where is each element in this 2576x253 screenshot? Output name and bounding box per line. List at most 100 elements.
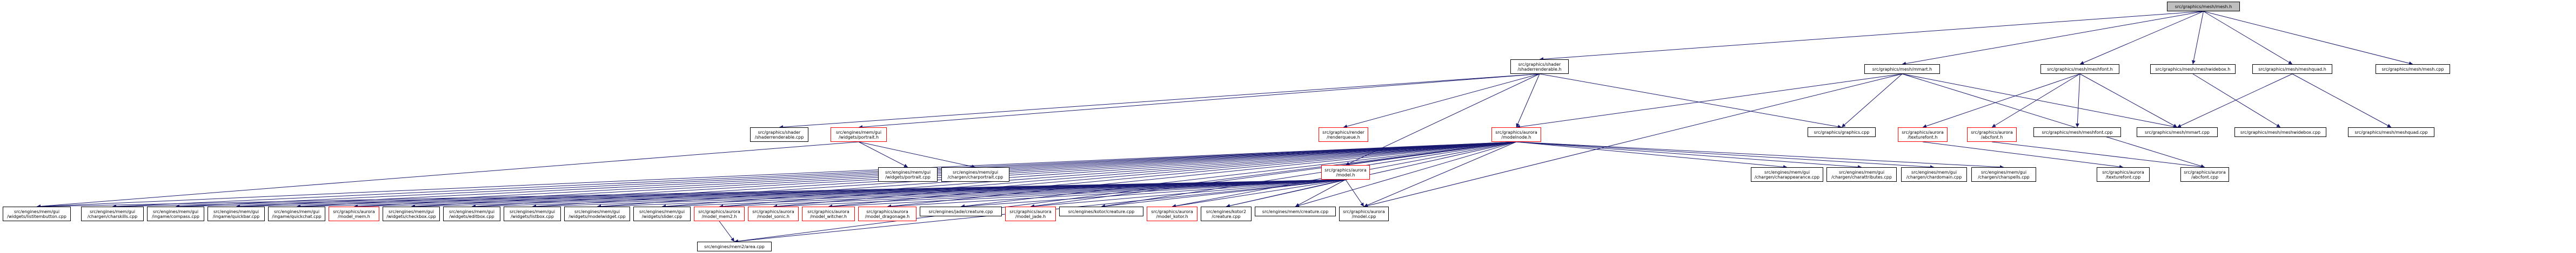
edge-mesh_h-to-meshwidebox_h (2191, 11, 2204, 65)
node-label: src/graphics/mesh/meshwidebox.cpp (2240, 129, 2321, 135)
node-label: src/graphics/aurora /model_kotor.h (1151, 209, 1193, 219)
node-model-mem-h[interactable]: src/graphics/aurora /model_mem.h (329, 207, 379, 221)
node-label: src/engines/mem/creature.cpp (1262, 209, 1329, 214)
node-kotor2-creature-cpp[interactable]: src/engines/kotor2 /creature.cpp (1201, 207, 1252, 221)
edge-model_h-to-checkbox_cpp (411, 179, 1346, 209)
node-jade-creature-cpp[interactable]: src/engines/jade/creature.cpp (920, 207, 1002, 216)
node-label: src/engines/mem/gui /widgets/listitembut… (7, 209, 66, 219)
node-listitembutton-cpp[interactable]: src/engines/mem/gui /widgets/listitembut… (3, 207, 71, 221)
edge-shaderrenderable_h-to-model_h (1345, 73, 1540, 166)
node-model-kotor-h[interactable]: src/graphics/aurora /model_kotor.h (1147, 207, 1197, 221)
edge-modelnode_h-to-model_h (1345, 141, 1517, 167)
node-label: src/graphics/graphics.cpp (1814, 129, 1870, 135)
node-quickchat-cpp[interactable]: src/engines/mem/gui /ingame/quickchat.cp… (268, 207, 325, 221)
node-label: src/engines/mem/gui /chargen/charattribu… (1831, 169, 1892, 180)
node-mmart-h[interactable]: src/graphics/mesh/mmart.h (1864, 64, 1940, 74)
node-mem2-area-cpp[interactable]: src/engines/mem2/area.cpp (697, 242, 772, 251)
edge-model_h-to-model_dragonage_h (887, 179, 1346, 209)
node-mesh-cpp[interactable]: src/graphics/mesh/mesh.cpp (2376, 64, 2450, 74)
node-label: src/engines/mem/gui /chargen/charskills.… (87, 209, 138, 219)
edge-texturefont_h-to-texturefont_cpp (1922, 141, 2124, 169)
node-meshquad-h[interactable]: src/graphics/mesh/meshquad.h (2252, 64, 2332, 74)
edge-model_h-to-listitembutton_cpp (36, 179, 1346, 209)
edge-modelnode_h-to-charskills_cpp (112, 141, 1517, 209)
node-chargen-portrait-cpp[interactable]: src/engines/mem/gui /chargen/charportrai… (941, 167, 1009, 182)
node-model-cpp[interactable]: src/graphics/aurora /model.cpp (1339, 207, 1389, 221)
edge-model_h-to-quickchat_cpp (296, 179, 1346, 209)
node-texturefont-cpp[interactable]: src/graphics/aurora /texturefont.cpp (2097, 167, 2150, 182)
edge-shaderrenderable_h-to-shaderrenderable_cpp (779, 73, 1540, 129)
edge-modelnode_h-to-charspells_cpp (1516, 141, 2004, 169)
edge-modelnode_h-to-kotor_creature_cpp (1101, 141, 1517, 208)
node-model-dragonage-h[interactable]: src/graphics/aurora /model_dragonage.h (858, 207, 916, 221)
node-listbox-cpp[interactable]: src/engines/mem/gui /widgets/listbox.cpp (504, 207, 561, 221)
node-model-h[interactable]: src/graphics/aurora /model.h (1321, 165, 1370, 180)
edge-mesh_h-to-mesh_cpp (2203, 11, 2413, 65)
edge-modelnode_h-to-charattributes_cpp (1516, 141, 1862, 169)
node-label: src/graphics/mesh/meshquad.h (2258, 66, 2326, 72)
edge-mmart_h-to-mmart_cpp (1902, 73, 2178, 129)
node-meshquad-cpp[interactable]: src/graphics/mesh/meshquad.cpp (2348, 127, 2434, 137)
node-label: src/graphics/mesh/mesh.cpp (2381, 66, 2444, 72)
edge-modelnode_h-to-chardomain_cpp (1516, 141, 1935, 169)
node-charattributes-cpp[interactable]: src/engines/mem/gui /chargen/charattribu… (1826, 167, 1897, 182)
node-widgets-portrait-cpp[interactable]: src/engines/mem/gui /widgets/portrait.cp… (878, 167, 938, 182)
edge-model_h-to-quickbar_cpp (236, 179, 1346, 209)
node-shaderrenderable-cpp[interactable]: src/graphics/shader /shaderrenderable.cp… (750, 127, 808, 142)
edge-modelnode_h-to-mem2_area_cpp (734, 141, 1517, 243)
node-meshfont-h[interactable]: src/graphics/mesh/meshfont.h (2040, 64, 2119, 74)
node-graphics-cpp[interactable]: src/graphics/graphics.cpp (1808, 127, 1876, 137)
node-meshwidebox-h[interactable]: src/graphics/mesh/meshwidebox.h (2150, 64, 2236, 74)
node-charspells-cpp[interactable]: src/engines/mem/gui /chargen/charspells.… (1971, 167, 2036, 182)
node-label: src/engines/mem/gui /widgets/listbox.cpp (509, 209, 556, 219)
edge-model_h-to-model_jade_h (1030, 179, 1346, 208)
node-slider-cpp[interactable]: src/engines/mem/gui /widgets/slider.cpp (633, 207, 691, 221)
node-kotor-creature-cpp[interactable]: src/engines/kotor/creature.cpp (1059, 207, 1143, 216)
edge-meshwidebox_h-to-meshwidebox_cpp (2192, 73, 2281, 128)
node-model-witcher-h[interactable]: src/graphics/aurora /model_witcher.h (802, 207, 855, 221)
node-label: src/engines/mem/gui /widgets/checkbox.cp… (386, 209, 436, 219)
node-mesh-h[interactable]: src/graphics/mesh/mesh.h (2167, 2, 2240, 11)
edge-model_h-to-editbox_cpp (471, 179, 1346, 209)
node-model-sonic-h[interactable]: src/graphics/aurora /model_sonic.h (748, 207, 799, 221)
node-shaderrenderable-h[interactable]: src/graphics/shader /shaderrenderable.h (1510, 59, 1569, 74)
node-label: src/engines/kotor2 /creature.cpp (1206, 209, 1247, 219)
node-abcfont-cpp[interactable]: src/graphics/aurora /abcfont.cpp (2180, 167, 2229, 182)
node-model-mem2-h[interactable]: src/graphics/aurora /model_mem2.h (694, 207, 745, 221)
node-model-jade-h[interactable]: src/graphics/aurora /model_jade.h (1005, 207, 1056, 221)
edge-model_h-to-model_kotor_h (1172, 179, 1346, 208)
edge-mmart_h-to-modelnode_h (1516, 73, 1903, 129)
edge-modelnode_h-to-slider_cpp (661, 141, 1517, 208)
node-texturefont-h[interactable]: src/graphics/aurora /texturefont.h (1898, 127, 1948, 142)
edge-meshfont_h-to-meshfont_cpp (2075, 73, 2080, 128)
node-abcfont-h[interactable]: src/graphics/aurora /abcfont.h (1967, 127, 2017, 142)
node-label: src/graphics/aurora /abcfont.h (1971, 129, 2013, 140)
node-renderqueue-h[interactable]: src/graphics/render /renderqueue.h (1319, 127, 1368, 142)
node-chardomain-cpp[interactable]: src/engines/mem/gui /chargen/chardomain.… (1901, 167, 1967, 182)
node-mmart-cpp[interactable]: src/graphics/mesh/mmart.cpp (2137, 127, 2218, 137)
node-portrait-h[interactable]: src/engines/mem/gui /widgets/portrait.h (831, 127, 887, 142)
node-charskills-cpp[interactable]: src/engines/mem/gui /chargen/charskills.… (81, 207, 144, 221)
node-modelnode-h[interactable]: src/graphics/aurora /modelnode.h (1491, 127, 1541, 142)
node-mem-creature-cpp[interactable]: src/engines/mem/creature.cpp (1255, 207, 1336, 216)
node-label: src/graphics/mesh/meshwidebox.h (2155, 66, 2231, 72)
edge-model_h-to-model_mem_h (353, 179, 1346, 209)
node-meshwidebox-cpp[interactable]: src/graphics/mesh/meshwidebox.cpp (2234, 127, 2326, 137)
node-label: src/engines/mem/gui /widgets/portrait.h (835, 129, 882, 140)
edge-meshquad_h-to-mmart_cpp (2177, 73, 2293, 128)
node-label: src/graphics/mesh/mmart.cpp (2145, 129, 2210, 135)
node-editbox-cpp[interactable]: src/engines/mem/gui /widgets/editbox.cpp (443, 207, 500, 221)
edge-modelnode_h-to-model_jade_h (1030, 141, 1517, 208)
node-charappearance-cpp[interactable]: src/engines/mem/gui /chargen/charappeara… (1751, 167, 1823, 182)
node-checkbox-cpp[interactable]: src/engines/mem/gui /widgets/checkbox.cp… (383, 207, 440, 221)
node-compass-cpp[interactable]: src/engines/mem/gui /ingame/compass.cpp (147, 207, 204, 221)
node-meshfont-cpp[interactable]: src/graphics/mesh/meshfont.cpp (2033, 127, 2121, 137)
edge-portrait_h-to-chargen_portrait_cpp (858, 141, 976, 168)
node-label: src/graphics/mesh/mmart.h (1872, 66, 1932, 72)
node-quickbar-cpp[interactable]: src/engines/mem/gui /ingame/quickbar.cpp (208, 207, 265, 221)
node-label: src/graphics/aurora /abcfont.cpp (2184, 169, 2226, 180)
edge-shaderrenderable_h-to-renderqueue_h (1343, 73, 1540, 128)
node-modelwidget-cpp[interactable]: src/engines/mem/gui /widgets/modelwidget… (564, 207, 630, 221)
node-label: src/engines/jade/creature.cpp (928, 209, 993, 214)
